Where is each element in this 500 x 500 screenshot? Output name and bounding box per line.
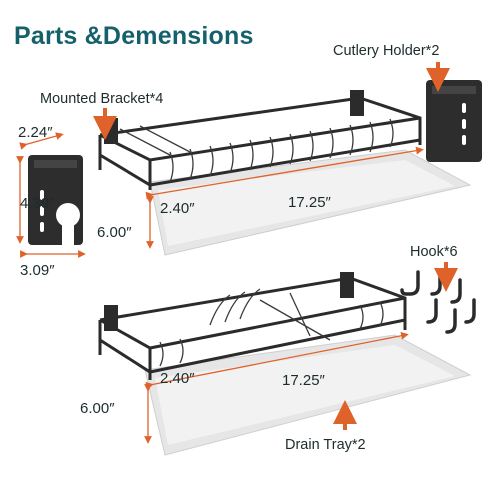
drain-tray-label: Drain Tray*2 (285, 437, 366, 453)
top-rack-depth-b-dim: 6.00″ (97, 224, 132, 241)
bottom-rack-depth-b-dim: 6.00″ (80, 400, 115, 417)
bottom-rack (98, 272, 472, 456)
holder-width-dim: 3.09″ (20, 262, 55, 279)
cutlery-holder-left (28, 155, 83, 245)
holder-height-dim: 4.39″ (20, 195, 55, 212)
page-title: Parts &Demensions (14, 22, 254, 50)
bottom-rack-depth-a-dim: 2.40″ (160, 370, 195, 387)
mounted-bracket-label: Mounted Bracket*4 (40, 91, 164, 107)
top-rack-depth-a-dim: 2.40″ (160, 200, 195, 217)
hook-label: Hook*6 (410, 244, 458, 260)
top-rack-length-dim: 17.25″ (288, 194, 331, 211)
holder-depth-dim: 2.24″ (18, 124, 53, 141)
cutlery-holder-right (426, 80, 482, 162)
cutlery-holder-label: Cutlery Holder*2 (333, 43, 440, 59)
bottom-rack-length-dim: 17.25″ (282, 372, 325, 389)
hooks (400, 270, 476, 334)
